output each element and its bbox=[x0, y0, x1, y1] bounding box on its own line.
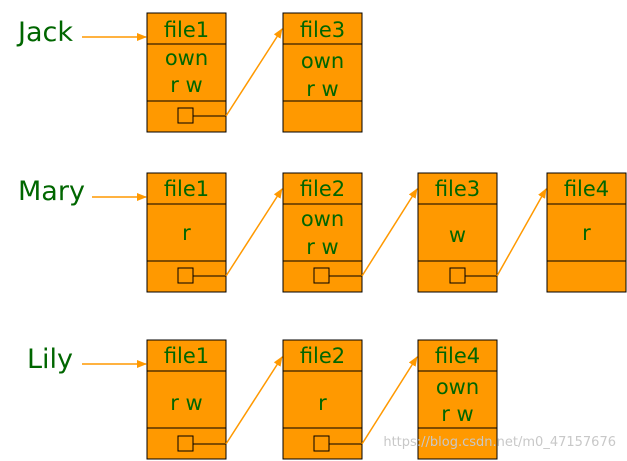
user-label-mary: Mary bbox=[18, 176, 85, 207]
file-rights-line: r w bbox=[306, 77, 338, 101]
file-rights-line: own bbox=[301, 49, 344, 73]
file-rights-line: r w bbox=[306, 235, 338, 259]
user-label-lily: Lily bbox=[27, 344, 73, 375]
link-arrow bbox=[225, 356, 283, 445]
file-name: file1 bbox=[164, 177, 209, 201]
file-block: file4 own r w bbox=[417, 339, 498, 460]
file-name: file3 bbox=[300, 18, 345, 42]
file-block: file1 r bbox=[146, 172, 227, 293]
user-row-mary: Mary file1 r file2 own r w fil bbox=[18, 172, 627, 293]
file-rights-line: own bbox=[436, 375, 479, 399]
link-arrow bbox=[496, 188, 547, 277]
file-name: file2 bbox=[300, 344, 345, 368]
user-label-jack: Jack bbox=[16, 17, 73, 48]
watermark-text: https://blog.csdn.net/m0_47157676 bbox=[383, 435, 616, 450]
file-block: file2 own r w bbox=[282, 172, 363, 293]
next-pointer-box bbox=[177, 435, 194, 452]
user-row-jack: Jack file1 own r w file3 own r w bbox=[16, 12, 363, 133]
file-rights-line: r w bbox=[170, 73, 202, 97]
file-name: file1 bbox=[164, 344, 209, 368]
file-block: file4 r bbox=[546, 172, 627, 293]
user-row-lily: Lily file1 r w file2 r file4 o bbox=[27, 339, 498, 460]
file-name: file1 bbox=[164, 18, 209, 42]
file-rights-line: w bbox=[449, 223, 466, 247]
file-rights-line: r bbox=[318, 391, 327, 415]
file-rights-line: own bbox=[165, 46, 208, 70]
file-name: file4 bbox=[435, 344, 480, 368]
next-pointer-box bbox=[177, 107, 194, 124]
file-rights-line: r bbox=[182, 221, 191, 245]
file-block: file2 r bbox=[282, 339, 363, 460]
file-rights-line: r w bbox=[170, 391, 202, 415]
link-arrow bbox=[225, 28, 283, 117]
link-arrow bbox=[361, 188, 418, 277]
next-pointer-box bbox=[177, 267, 194, 284]
file-block: file1 r w bbox=[146, 339, 227, 460]
file-block: file3 own r w bbox=[282, 12, 363, 133]
next-pointer-box bbox=[313, 267, 330, 284]
file-name: file2 bbox=[300, 177, 345, 201]
file-name: file4 bbox=[564, 177, 609, 201]
file-block: file3 w bbox=[417, 172, 498, 293]
file-rights-line: r bbox=[582, 221, 591, 245]
file-name: file3 bbox=[435, 177, 480, 201]
link-arrow bbox=[225, 188, 283, 277]
link-arrow bbox=[361, 356, 418, 445]
file-block: file1 own r w bbox=[146, 12, 227, 133]
file-rights-line: r w bbox=[441, 402, 473, 426]
next-pointer-box bbox=[313, 435, 330, 452]
next-pointer-box bbox=[449, 267, 466, 284]
file-rights-line: own bbox=[301, 207, 344, 231]
